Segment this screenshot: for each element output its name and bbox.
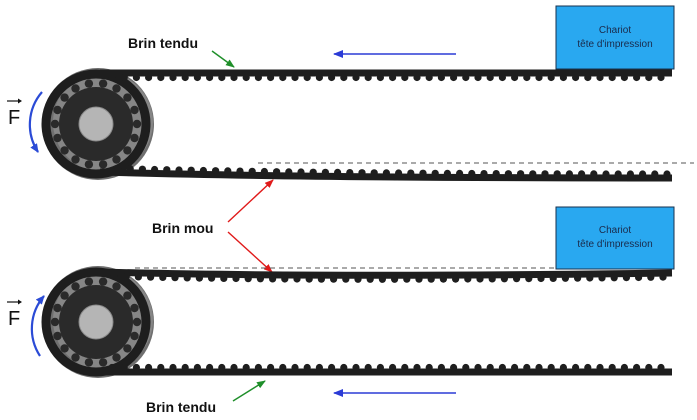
carriage-top: Chariot tête d'impression <box>555 5 675 70</box>
slack-callout: Brin mou <box>152 179 274 273</box>
force-label-top: F <box>7 98 22 129</box>
label-tight-bottom: Brin tendu <box>146 399 216 415</box>
bottom-assembly: Chariot tête d'impression F Brin tendu <box>7 206 675 415</box>
svg-text:F: F <box>8 308 20 330</box>
indicator-tight-top <box>211 50 235 68</box>
carriage-line1: Chariot <box>599 225 631 236</box>
rotation-arrow-top <box>28 91 43 153</box>
force-label-bottom: F <box>7 299 22 330</box>
pulley-hub-top <box>78 106 114 142</box>
carriage-line2: tête d'impression <box>577 239 652 250</box>
carriage-line1: Chariot <box>599 25 631 36</box>
belt-lower-strand-top <box>99 164 673 182</box>
svg-text:F: F <box>8 107 20 129</box>
label-tight-top: Brin tendu <box>128 35 198 51</box>
pulley-top <box>41 68 154 180</box>
rotation-arrow-bottom <box>30 295 45 357</box>
belt-upper-strand-bottom <box>99 268 673 283</box>
indicator-slack-upper <box>227 179 274 223</box>
pulley-hub-bottom <box>78 304 114 340</box>
label-slack: Brin mou <box>152 220 213 236</box>
indicator-slack-lower <box>227 231 273 273</box>
top-assembly: Chariot tête d'impression F Brin tendu <box>7 5 694 182</box>
carriage-line2: tête d'impression <box>577 39 652 50</box>
carriage-bottom: Chariot tête d'impression <box>555 206 675 270</box>
indicator-tight-bottom <box>232 380 266 402</box>
pulley-bottom <box>41 266 154 378</box>
belt-lower-strand-bottom <box>100 363 672 376</box>
belt-upper-strand-top <box>100 69 672 82</box>
